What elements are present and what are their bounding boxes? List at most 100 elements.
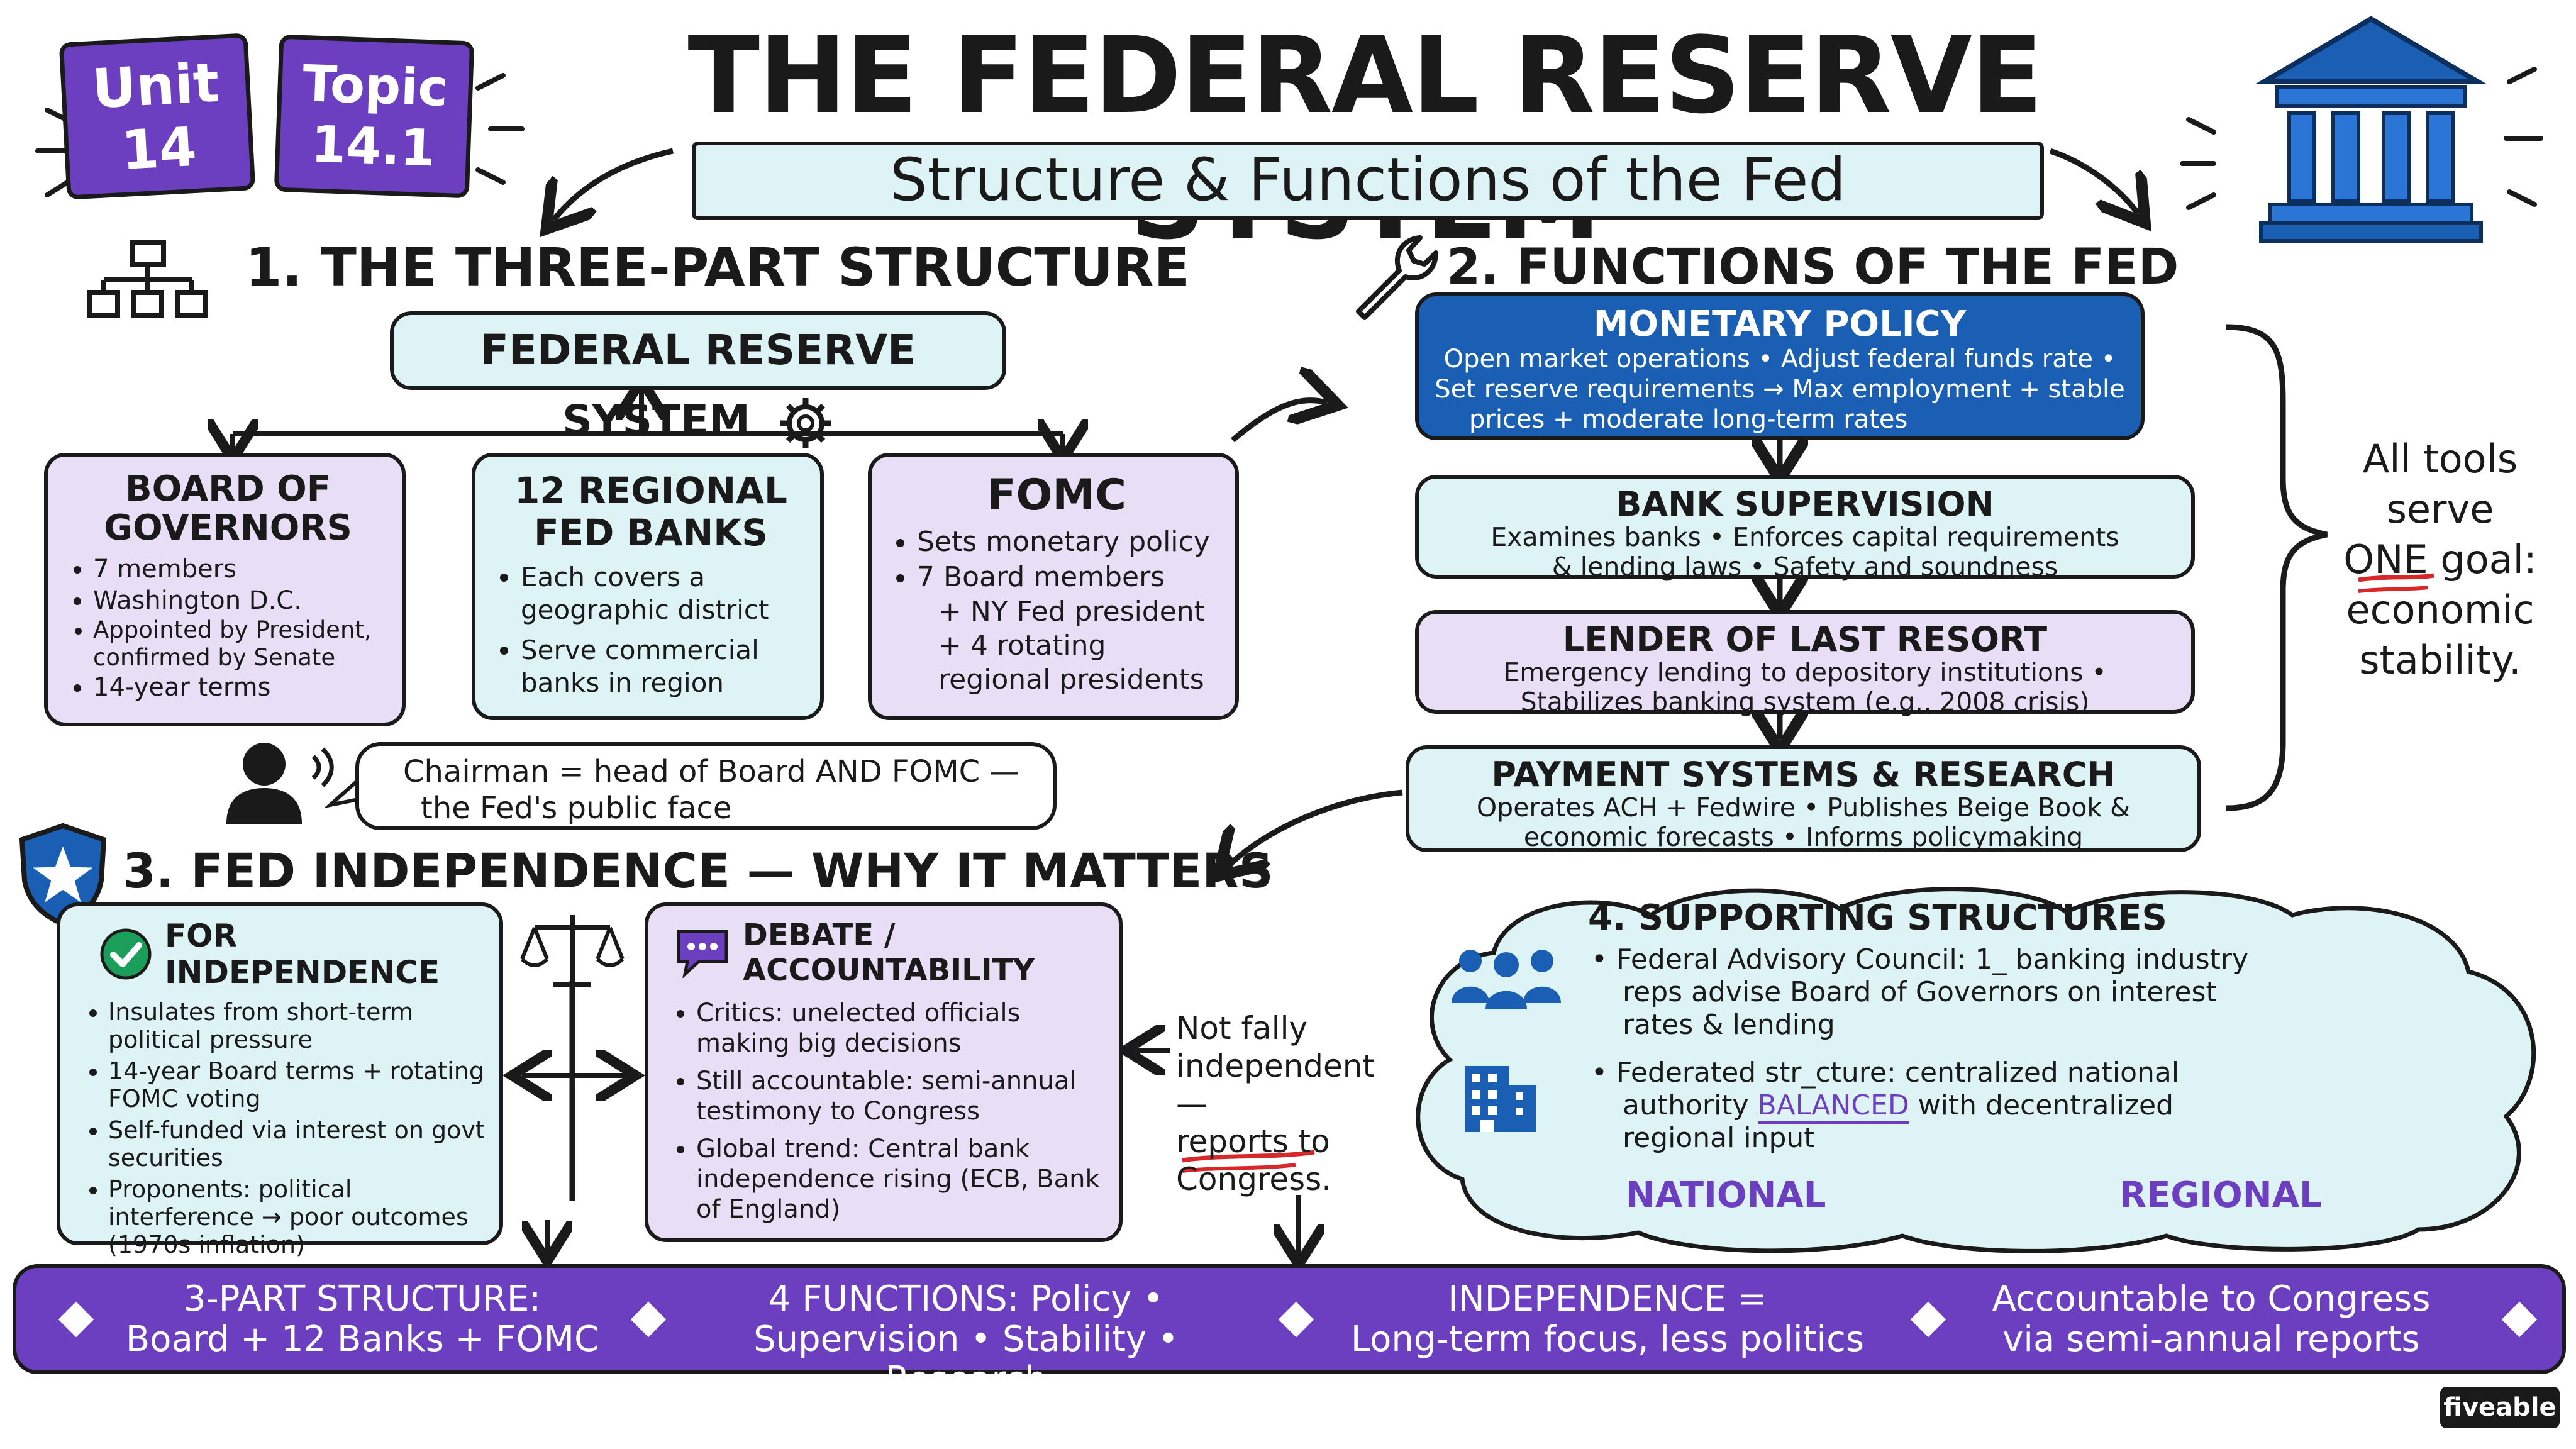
banks-title-line2: FED BANKS [534,511,768,554]
federal-reserve-system-label: FEDERAL RESERVE SYSTEM [480,326,916,445]
subtitle-ribbon: Structure & Functions of the Fed [692,142,2044,220]
summary-accountable: Accountable to Congress via semi-annual … [1960,1279,2463,1360]
list-item: Sets monetary policy [917,525,1223,560]
summary-structure: 3-PART STRUCTURE: Board + 12 Banks + FOM… [104,1279,620,1360]
arrow-payment-to-independence [1226,789,1403,868]
list-item: Insulates from short-term political pres… [108,998,489,1053]
seg3-line2: Long-term focus, less politics [1350,1319,1865,1360]
chairman-bubble: Chairman = head of Board AND FOMC — the … [355,742,1057,830]
for-independence-card: FOR INDEPENDENCE Insulates from short-te… [57,902,503,1258]
monetary-policy-card: MONETARY POLICY Open market operations •… [1415,292,2145,440]
regional-fed-banks-card: 12 REGIONAL FED BANKS Each covers a geog… [472,453,824,720]
diamond-icon [2501,1301,2538,1338]
list-item: Washington D.C. [93,585,389,616]
diamond-icon [1910,1301,1946,1338]
debate-title: DEBATE / ACCOUNTABILITY [743,918,1035,988]
unit-badge: Unit 14 [58,33,256,200]
note-line2: independent — [1176,1048,1375,1122]
national-label: NATIONAL [1626,1175,1826,1216]
independence-note: Not fally independent — reports to Congr… [1176,1009,1384,1198]
board-title-line1: BOARD OF [125,469,331,509]
fomc-sub-item: + 4 rotating regional presidents [938,630,1204,696]
lender-line1: Emergency lending to depository institut… [1503,657,2107,687]
title-right-arrow [2049,148,2138,214]
seg2-line1: 4 FUNCTIONS: Policy • [768,1279,1164,1319]
monetary-title: MONETARY POLICY [1593,304,1967,345]
note-line1: Not fally [1176,1010,1308,1046]
chat-bubble-icon [674,928,731,979]
seg3-line1: INDEPENDENCE = [1448,1279,1767,1319]
side-note-line5: stability. [2359,637,2521,683]
supporting-structures-cloud [1399,877,2569,1255]
check-circle-icon [99,928,152,980]
section4-heading: 4. SUPPORTING STRUCTURES [1588,897,2167,938]
section2-heading: 2. FUNCTIONS OF THE FED [1446,239,2179,296]
list-item: Appointed by President, confirmed by Sen… [93,616,389,672]
scales-icon [519,909,626,991]
chairman-line2: the Fed's public face [421,791,732,826]
for-title: FOR INDEPENDENCE [165,918,440,991]
for-header: FOR INDEPENDENCE [75,918,489,991]
item1-line1-text: Federal Advisory Council: 1_ banking ind… [1616,943,2249,975]
summary-functions: 4 FUNCTIONS: Policy • Supervision • Stab… [677,1279,1255,1400]
lender-title: LENDER OF LAST RESORT [1562,619,2048,659]
debate-accountability-card: DEBATE / ACCOUNTABILITY Critics: unelect… [645,902,1123,1242]
monetary-line2: Set reserve requirements → Max employmen… [1435,375,2125,404]
supervision-line1: Examines banks • Enforces capital requir… [1491,522,2119,552]
side-note-line1: All tools [2362,436,2518,482]
item2-pre: authority [1623,1089,1758,1121]
bank-building-icon [2251,13,2490,245]
seg1-line1: 3-PART STRUCTURE: [183,1279,541,1319]
org-chart-icon [85,239,211,321]
summary-independence: INDEPENDENCE = Long-term focus, less pol… [1324,1279,1890,1360]
list-item: Proponents: political interference → poo… [108,1175,489,1258]
subtitle: Structure & Functions of the Fed [889,146,1846,214]
item1-line1: • Federal Advisory Council: 1_ banking i… [1591,943,2249,975]
seg4-line2: via semi-annual reports [2002,1319,2420,1360]
diamond-icon [630,1301,667,1338]
summary-band: 3-PART STRUCTURE: Board + 12 Banks + FOM… [13,1264,2566,1400]
side-note-goal: goal: [2428,536,2537,582]
supervision-title: BANK SUPERVISION [1616,484,1994,524]
section3-heading: 3. FED INDEPENDENCE — WHY IT MATTERS [123,843,1274,899]
fomc-title: FOMC [987,470,1126,520]
board-title-line2: GOVERNORS [104,508,352,548]
seg1-line2: Board + 12 Banks + FOMC [125,1319,599,1360]
seg2-line2: Supervision • Stability • Research [753,1319,1179,1400]
side-note-one: ONE [2343,536,2428,582]
monetary-line3: prices + moderate long-term rates [1469,405,1908,434]
supervision-line2: & lending laws • Safety and soundness [1552,552,2058,582]
functions-side-note: All tools serve ONE goal: economic stabi… [2327,434,2553,686]
list-item: 14-year terms [93,672,389,703]
list-item: 14-year Board terms + rotating FOMC voti… [108,1057,489,1113]
debate-header: DEBATE / ACCOUNTABILITY [661,918,1109,988]
list-item: Serve commercial banks in region [521,634,808,699]
title-left-arrow [553,148,674,220]
list-item: 7 Board members [917,560,1223,595]
payment-line1: Operates ACH + Fedwire • Publishes Beige… [1476,792,2131,823]
wrench-icon [1346,233,1440,321]
unit-badge-line1: Unit [91,51,221,121]
payment-title: PAYMENT SYSTEMS & RESEARCH [1491,755,2116,794]
unit-badge-line2: 14 [119,115,199,182]
list-item: 7 members [93,553,389,585]
side-note-line2: serve [2386,486,2494,532]
supporting-item-1: • Federal Advisory Council: 1_ banking i… [1591,943,2314,1041]
page-title: THE FEDERAL RESERVE SYSTEM [687,14,2043,263]
note-line4: Congress. [1176,1161,1332,1197]
item1-line3: rates & lending [1623,1009,1835,1041]
regional-label: REGIONAL [2119,1175,2322,1216]
list-item: Critics: unelected officials making big … [696,998,1109,1058]
arrow-structure-to-functions [1231,401,1327,443]
lender-of-last-resort-card: LENDER OF LAST RESORT Emergency lending … [1415,610,2195,717]
side-note-line4: economic [2346,587,2534,633]
monetary-line1: Open market operations • Adjust federal … [1443,345,2116,374]
bank-supervision-card: BANK SUPERVISION Examines banks • Enforc… [1415,475,2195,582]
diamond-icon [58,1301,94,1338]
lender-line2: Stabilizes banking system (e.g., 2008 cr… [1520,687,2090,717]
gear-icon [777,395,834,452]
people-icon [1446,943,1566,1013]
board-of-governors-card: BOARD OF GOVERNORS 7 members Washington … [44,453,406,726]
topic-badge: Topic 14.1 [274,34,475,199]
item2-line2: authority BALANCED with decentralized [1591,1089,2314,1124]
